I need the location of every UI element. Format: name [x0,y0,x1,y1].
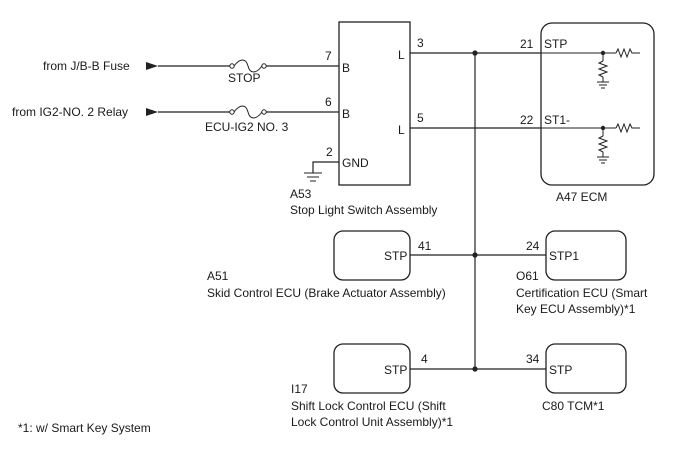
fuse-ecu-ig2-label: ECU-IG2 NO. 3 [205,120,289,134]
a47-box [540,22,655,186]
a51-term-stp: STP [384,249,407,263]
splice-point [472,50,478,56]
a53-pin-5: 5 [417,111,424,125]
resistor-icon [597,60,609,78]
o61-name-line2: Key ECU Assembly)*1 [516,302,636,316]
stp-wires [410,50,546,372]
i17-box [333,343,411,394]
i17-name-line2: Lock Control Unit Assembly)*1 [291,415,453,429]
resistor-icon [615,122,640,134]
source-jb-label: from J/B-B Fuse [43,59,130,73]
a53-term-b-top: B [342,61,350,75]
fuse-icon [233,105,263,119]
o61-certification-ecu: STP1 24 O61 Certification ECU (Smart Key… [516,230,648,316]
o61-code: O61 [516,269,539,283]
a53-pin-6: 6 [325,95,332,109]
c80-pin-34: 34 [526,352,540,366]
a53-term-gnd: GND [342,156,369,170]
arrow-right-icon [146,62,158,70]
i17-code: I17 [291,382,308,396]
resistor-icon [615,47,640,59]
a53-term-l-bottom: L [398,123,405,137]
a51-pin-41: 41 [418,239,432,253]
a53-pin-7: 7 [325,49,332,63]
a53-pin-3: 3 [417,36,424,50]
a53-box [338,21,411,186]
arrow-right-icon [146,108,158,116]
footnote: *1: w/ Smart Key System [18,421,151,435]
source-jb-line: from J/B-B Fuse STOP [43,59,339,85]
ground-icon [304,161,339,182]
i17-term-stp: STP [384,363,407,377]
o61-term-stp1: STP1 [549,249,579,263]
a53-code: A53 [290,187,312,201]
c80-term-stp: STP [549,363,572,377]
c80-tcm: STP 34 C80 TCM*1 [526,343,627,413]
o61-box [545,230,627,281]
a47-term-stp: STP [544,37,567,51]
source-ig2-label: from IG2-NO. 2 Relay [12,105,128,119]
a47-pin-22: 22 [520,113,534,127]
i17-pin-4: 4 [421,352,428,366]
fuse-icon [233,59,263,73]
a51-skid-control-ecu: STP 41 A51 Skid Control ECU (Brake Actua… [207,230,446,300]
resistor-icon [597,135,609,153]
a53-name: Stop Light Switch Assembly [290,203,437,217]
a47-term-st1: ST1- [544,113,570,127]
i17-shift-lock-control-ecu: STP 4 I17 Shift Lock Control ECU (Shift … [291,343,453,429]
a51-box [333,230,411,281]
a53-stop-light-switch: 7 B 6 B 2 GND L L 3 5 A53 Stop Light Swi… [290,21,437,217]
a53-term-b-mid: B [342,107,350,121]
a51-code: A51 [207,269,229,283]
source-ig2-line: from IG2-NO. 2 Relay ECU-IG2 NO. 3 [12,105,339,134]
a47-label: A47 ECM [556,190,607,204]
a53-term-l-top: L [398,48,405,62]
c80-label: C80 TCM*1 [542,399,605,413]
splice-point [472,252,478,258]
a53-pin-2: 2 [326,145,333,159]
a47-pin-21: 21 [520,37,534,51]
splice-point [472,366,478,372]
a51-name: Skid Control ECU (Brake Actuator Assembl… [207,286,446,300]
i17-name-line1: Shift Lock Control ECU (Shift [291,399,446,413]
a47-ecm: 21 STP 22 ST1- A47 ECM [520,22,655,204]
fuse-stop-label: STOP [228,71,260,85]
o61-pin-24: 24 [526,239,540,253]
o61-name-line1: Certification ECU (Smart [516,286,648,300]
c80-box [545,343,627,394]
